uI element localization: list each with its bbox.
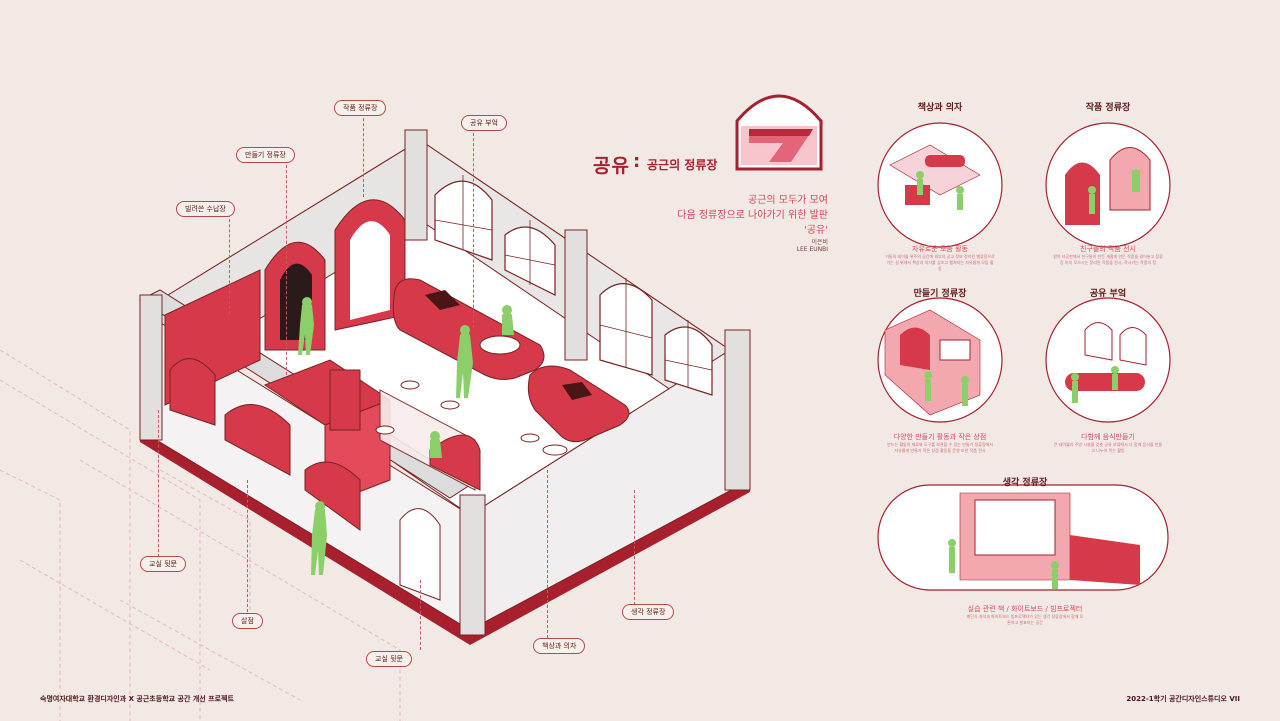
panel-thinking-title: 생각 정류장 — [1002, 478, 1048, 488]
label-borrow-storage: 빌려쓴 수납장 — [176, 201, 235, 217]
panel-works-title: 작품 정류장 — [1085, 103, 1131, 113]
panel-desk-title: 책상과 의자 — [917, 103, 963, 113]
label-share-kitchen: 공유 부엌 — [461, 115, 507, 131]
page-subtitle: 공근의 정류장 — [647, 158, 718, 172]
panel-kitchen-sub: 다함께 음식만들기 — [1081, 433, 1135, 441]
footer-right: 2022-1학기 공간디자인스튜디오 VII — [1126, 695, 1240, 703]
label-making-station: 만들기 정류장 — [236, 147, 295, 163]
page-title: 공유 — [593, 155, 630, 177]
title-colon: : — [633, 151, 641, 172]
panel-desk-sub: 자유로운 모둠 활동 — [912, 245, 968, 253]
panel-making-desc: 만드는 활동의 재료와 도구를 보관할 수 있는 만들기 정류장에서 자유롭게 … — [887, 442, 993, 453]
panel-thinking-sub: 실습 관련 책 / 화이트보드 / 빔프로젝터 — [967, 605, 1083, 613]
tagline-line1: 공근의 모두가 모여 — [748, 195, 828, 206]
panel-making-title: 만들기 정류장 — [913, 289, 967, 299]
panel-kitchen-desc: 큰 테이블과 주방 시설을 갖춘 공유 부엌에서 다 함께 음식을 만들고 나누… — [1053, 442, 1163, 453]
label-class-front: 교실 뒷문 — [140, 556, 186, 572]
label-thinking-station: 생각 정류장 — [622, 604, 675, 620]
isometric-classroom-illustration — [138, 129, 751, 645]
tagline-line2: 다음 정류장으로 나아가기 위한 발판 — [677, 210, 828, 221]
author-english: LEE EUNBI — [796, 246, 828, 253]
panel-kitchen-title: 공유 부엌 — [1089, 289, 1127, 299]
tagline-line3: '공유' — [804, 225, 828, 236]
label-class-back: 교실 뒷문 — [366, 651, 412, 667]
author-korean: 이은비 — [811, 239, 828, 246]
project-logo — [735, 94, 823, 171]
footer-left: 숙명여자대학교 환경디자인과 X 공근초등학교 공간 개선 프로젝트 — [40, 695, 234, 703]
panel-works-sub: 친구들의 작품 전시 — [1080, 245, 1136, 253]
panel-making-sub: 다양한 만들기 활동과 작은 상점 — [893, 433, 987, 441]
label-hallway: 살점 — [232, 613, 263, 629]
detail-panels — [877, 122, 1171, 591]
panel-works-desc: 원목 타공판에서 친구들이 만든 새롭게 만든 작품을 걸어놓고 정류장 아치 … — [1053, 254, 1163, 265]
label-desk-chair: 책상과 의자 — [533, 638, 586, 654]
panel-thinking-desc: 계단식 좌석과 화이트보드 빔프로젝터가 있는 생각 정류장에서 함께 토론하고… — [966, 614, 1084, 625]
label-works-station: 작품 정류장 — [334, 100, 387, 116]
panel-desk-desc: 기둥의 테이블 위주의 공간에 외부의 공고 정보 정리된 벨류장으로 가는 길… — [885, 254, 995, 271]
